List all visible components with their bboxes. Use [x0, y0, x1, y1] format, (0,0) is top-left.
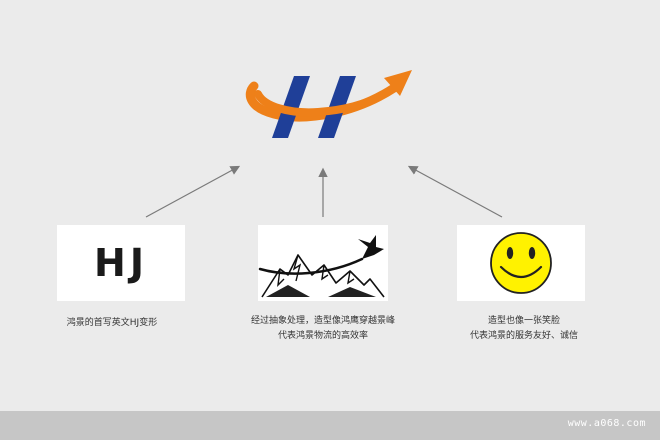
caption-mountain-line-2: 代表鸿景物流的高效率 [277, 331, 368, 341]
caption-hj-text: 鸿景的首写英文HJ变形 [66, 318, 158, 328]
caption-smile-line-1: 造型也像一张笑脸 [487, 316, 560, 326]
logo-swoosh-front [254, 84, 398, 117]
footer-watermark-url: www.a068.com [567, 418, 646, 429]
smiley-left-eye [506, 247, 514, 259]
logo-arrow-head [384, 70, 412, 96]
caption-smile: 造型也像一张笑脸 代表鸿景的服务友好、诚信 [440, 314, 608, 344]
smiley-right-eye [528, 247, 536, 259]
smiley-mouth [499, 265, 543, 279]
panel-hj-letters: HJ [57, 225, 185, 301]
mountain-base [266, 285, 376, 297]
caption-smile-line-2: 代表鸿景的服务友好、诚信 [469, 331, 578, 341]
panel-mountain-eagle [258, 225, 388, 301]
hj-letters: HJ [94, 241, 148, 285]
caption-mountain: 经过抽象处理，造型像鸿鹰穿越景峰 代表鸿景物流的高效率 [220, 314, 426, 344]
eagle-icon [358, 235, 384, 259]
caption-mountain-line-1: 经过抽象处理，造型像鸿鹰穿越景峰 [250, 316, 395, 326]
footer-bar: www.a068.com [0, 411, 660, 440]
eagle-flight-trail [258, 257, 364, 275]
mountain-eagle-illustration [258, 235, 385, 298]
mountain-shading [277, 254, 355, 287]
caption-hj: 鸿景的首写英文HJ变形 [57, 316, 167, 331]
smiley-face-circle [490, 232, 552, 294]
smiley-face-icon [490, 232, 552, 294]
panel-smiley-face [457, 225, 585, 301]
hongjing-logo [245, 70, 412, 138]
arrow-smile-to-logo [407, 165, 503, 218]
arrow-hj-to-logo [145, 165, 241, 218]
